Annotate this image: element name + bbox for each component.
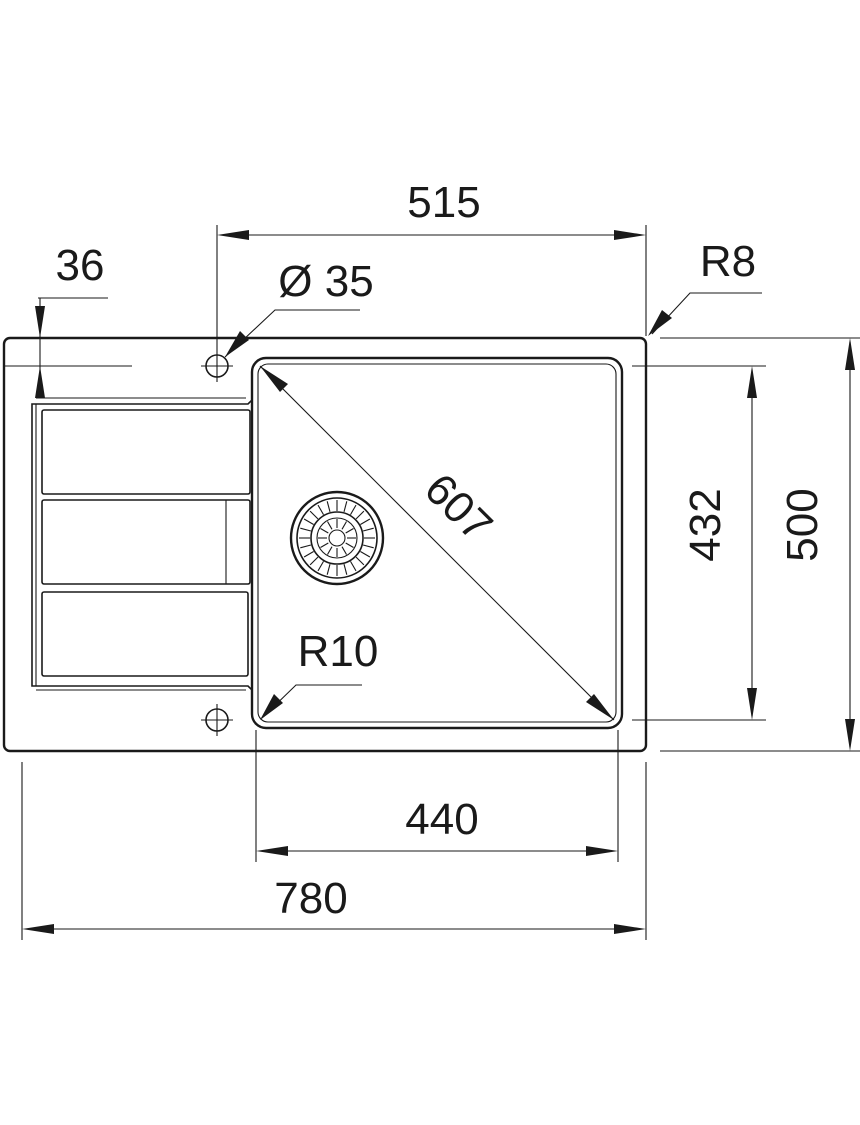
drainer-area [31,397,253,692]
label-r10: R10 [298,627,379,676]
dim-overall-depth: 500 [660,337,860,752]
drain-slot [362,544,374,549]
drain-slot [300,544,312,549]
drain-slot [343,563,348,575]
label-440: 440 [405,795,478,844]
drain-inner-slot [341,521,347,530]
drain-slot [317,504,324,515]
drain-slot [326,501,331,513]
label-432: 432 [681,488,730,561]
dim-tap-hole-offset: 515 [216,178,647,350]
drain-inner-slot [327,546,333,555]
label-diameter-35: Ø 35 [278,257,373,306]
dim-bowl-width: 440 [255,730,619,862]
bowl [250,356,624,730]
drain-slot [343,501,348,513]
drain-inner-slot [345,542,354,548]
drain-slot [360,551,371,558]
tap-hole-bottom [201,704,233,736]
drain-slot [360,518,371,525]
drain-slot [303,551,314,558]
drain-inner-slot [341,546,347,555]
drain [289,490,385,586]
label-r8: R8 [700,237,756,286]
drain-slot [317,561,324,572]
drain-slot [350,504,357,515]
tap-hole-top [201,350,233,382]
drain-slot [309,510,319,520]
dim-bowl-radius: R10 [260,627,378,720]
sink-outline [2,336,648,753]
dim-bowl-depth: 432 [632,365,766,721]
label-780: 780 [274,874,347,923]
label-515: 515 [407,178,480,227]
label-500: 500 [778,488,827,561]
dim-tap-hole-diameter: Ø 35 [224,257,374,358]
drain-slot [355,510,365,520]
drain-inner-slot [327,521,333,530]
drain-inner-slot [320,528,329,534]
label-36: 36 [56,241,105,290]
drain-slot [355,556,365,566]
drain-inner-slot [320,542,329,548]
drain-slot [309,556,319,566]
dim-overall-width: 780 [21,762,647,940]
dim-drainer-offset: 36 [4,241,132,398]
drain-slot [303,518,314,525]
drain-slot [300,527,312,532]
dim-outer-radius: R8 [648,237,762,336]
drain-slot [350,561,357,572]
label-607: 607 [415,464,502,551]
drain-slot [326,563,331,575]
drain-slot [362,527,374,532]
drain-inner-slot [345,528,354,534]
